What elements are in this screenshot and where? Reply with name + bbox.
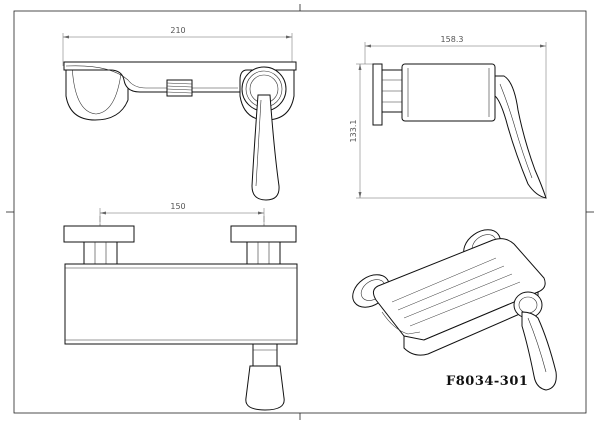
body-shading: [391, 257, 521, 327]
top-view: 150: [63, 202, 298, 411]
sheet-border: [6, 4, 594, 420]
front-width-dimension: 210: [62, 26, 293, 66]
front-view: 210: [62, 26, 297, 201]
side-width-dimension: 158.3: [364, 35, 547, 198]
top-width-label: 150: [170, 202, 185, 211]
model-code-label: F8034-301: [446, 374, 529, 389]
isometric-view: [352, 229, 557, 391]
front-width-label: 210: [170, 26, 185, 35]
outlet-threads: [166, 79, 193, 97]
side-height-label: 133.1: [349, 120, 358, 143]
side-width-label: 158.3: [441, 35, 464, 44]
side-view: 158.3 133.1: [349, 35, 547, 199]
